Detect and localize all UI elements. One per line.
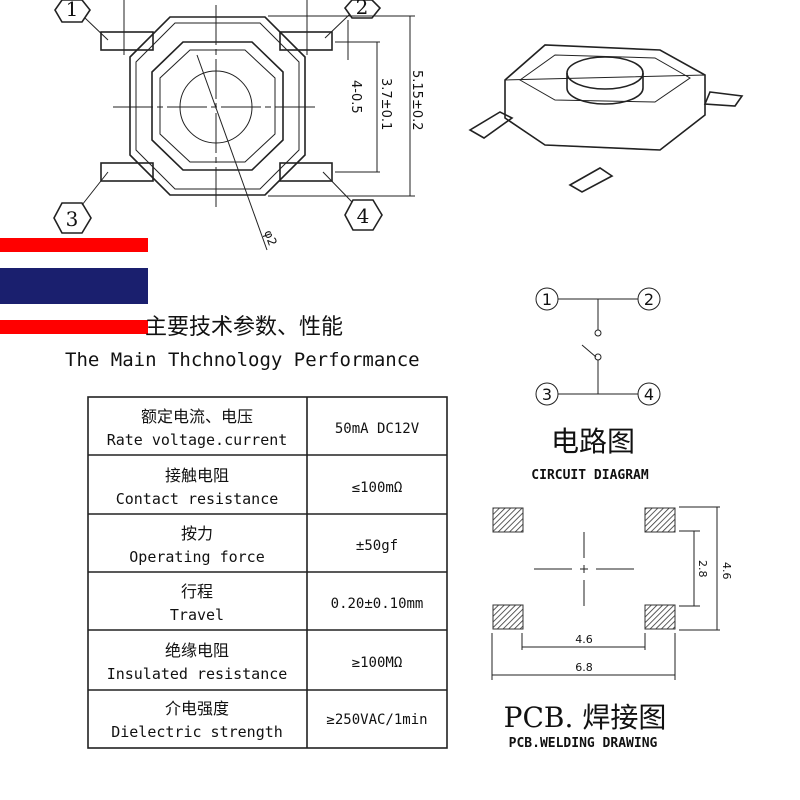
svg-text:4.6: 4.6 bbox=[575, 633, 593, 646]
svg-text:行程: 行程 bbox=[181, 582, 213, 601]
pcb-welding-drawing: 2.8 4.6 4.6 6.8 bbox=[491, 506, 733, 680]
svg-text:绝缘电阻: 绝缘电阻 bbox=[165, 641, 229, 660]
pin-1-callout: 1 bbox=[54, 0, 109, 41]
section-title-en: The Main Thchnology Performance bbox=[65, 349, 420, 371]
svg-text:≥100MΩ: ≥100MΩ bbox=[352, 655, 403, 671]
section-title-cn: 主要技术参数、性能 bbox=[145, 315, 343, 340]
svg-text:Insulated resistance: Insulated resistance bbox=[107, 665, 288, 683]
spec-row-operating-force: 按力 Operating force ±50gf bbox=[129, 524, 398, 566]
svg-text:1: 1 bbox=[542, 290, 552, 309]
spec-row-insulated-resistance: 绝缘电阻 Insulated resistance ≥100MΩ bbox=[107, 641, 403, 683]
svg-text:Dielectric strength: Dielectric strength bbox=[111, 723, 283, 741]
svg-text:4-0.5: 4-0.5 bbox=[348, 80, 363, 114]
svg-text:0.20±0.10mm: 0.20±0.10mm bbox=[331, 596, 424, 612]
pcb-title-cn: PCB. 焊接图 bbox=[504, 701, 667, 734]
svg-text:4: 4 bbox=[357, 204, 370, 228]
svg-text:5.15±0.2: 5.15±0.2 bbox=[409, 70, 424, 131]
svg-text:2: 2 bbox=[356, 0, 369, 19]
pin-2-callout: 2 bbox=[324, 0, 382, 39]
top-view-drawing bbox=[100, 0, 415, 251]
top-view-dimensions: 4-0.5 3.7±0.1 5.15±0.2 φ2 bbox=[261, 70, 424, 248]
svg-text:3.7±0.1: 3.7±0.1 bbox=[378, 78, 393, 130]
svg-text:Operating force: Operating force bbox=[129, 548, 264, 566]
svg-text:按力: 按力 bbox=[181, 524, 213, 543]
svg-text:2.8: 2.8 bbox=[696, 560, 709, 578]
svg-text:2: 2 bbox=[644, 290, 654, 309]
svg-text:1: 1 bbox=[66, 0, 79, 21]
svg-text:Rate voltage.current: Rate voltage.current bbox=[107, 431, 288, 449]
pin-4-callout: 4 bbox=[322, 171, 383, 231]
svg-text:±50gf: ±50gf bbox=[356, 538, 398, 554]
svg-text:额定电流、电压: 额定电流、电压 bbox=[141, 407, 253, 426]
circuit-diagram: 1 2 3 4 bbox=[535, 287, 661, 406]
svg-text:6.8: 6.8 bbox=[575, 661, 593, 674]
circuit-title-en: CIRCUIT DIAGRAM bbox=[531, 468, 649, 483]
svg-text:4: 4 bbox=[644, 385, 654, 404]
spec-row-rate: 额定电流、电压 Rate voltage.current 50mA DC12V bbox=[107, 407, 420, 449]
spec-row-dielectric-strength: 介电强度 Dielectric strength ≥250VAC/1min bbox=[111, 699, 427, 741]
svg-text:φ2: φ2 bbox=[261, 228, 279, 247]
top-view-pin-labels: 1 2 3 4 bbox=[53, 0, 383, 234]
flag-thailand bbox=[0, 238, 148, 334]
svg-text:3: 3 bbox=[542, 385, 552, 404]
spec-row-contact-resistance: 接触电阻 Contact resistance ≤100mΩ bbox=[116, 466, 403, 508]
svg-text:≥250VAC/1min: ≥250VAC/1min bbox=[326, 712, 427, 728]
svg-text:Travel: Travel bbox=[170, 606, 224, 624]
svg-text:接触电阻: 接触电阻 bbox=[165, 466, 229, 485]
svg-text:介电强度: 介电强度 bbox=[165, 699, 229, 718]
svg-text:50mA DC12V: 50mA DC12V bbox=[335, 421, 420, 437]
svg-text:≤100mΩ: ≤100mΩ bbox=[352, 480, 403, 496]
pcb-title-en: PCB.WELDING DRAWING bbox=[509, 736, 658, 751]
pin-3-callout: 3 bbox=[53, 171, 109, 234]
svg-text:4.6: 4.6 bbox=[720, 562, 733, 580]
svg-text:3: 3 bbox=[66, 207, 79, 231]
spec-row-travel: 行程 Travel 0.20±0.10mm bbox=[170, 582, 423, 624]
spec-table: 额定电流、电压 Rate voltage.current 50mA DC12V … bbox=[87, 396, 448, 749]
circuit-title-cn: 电路图 bbox=[551, 425, 635, 458]
svg-text:Contact resistance: Contact resistance bbox=[116, 490, 279, 508]
isometric-view bbox=[468, 44, 744, 193]
